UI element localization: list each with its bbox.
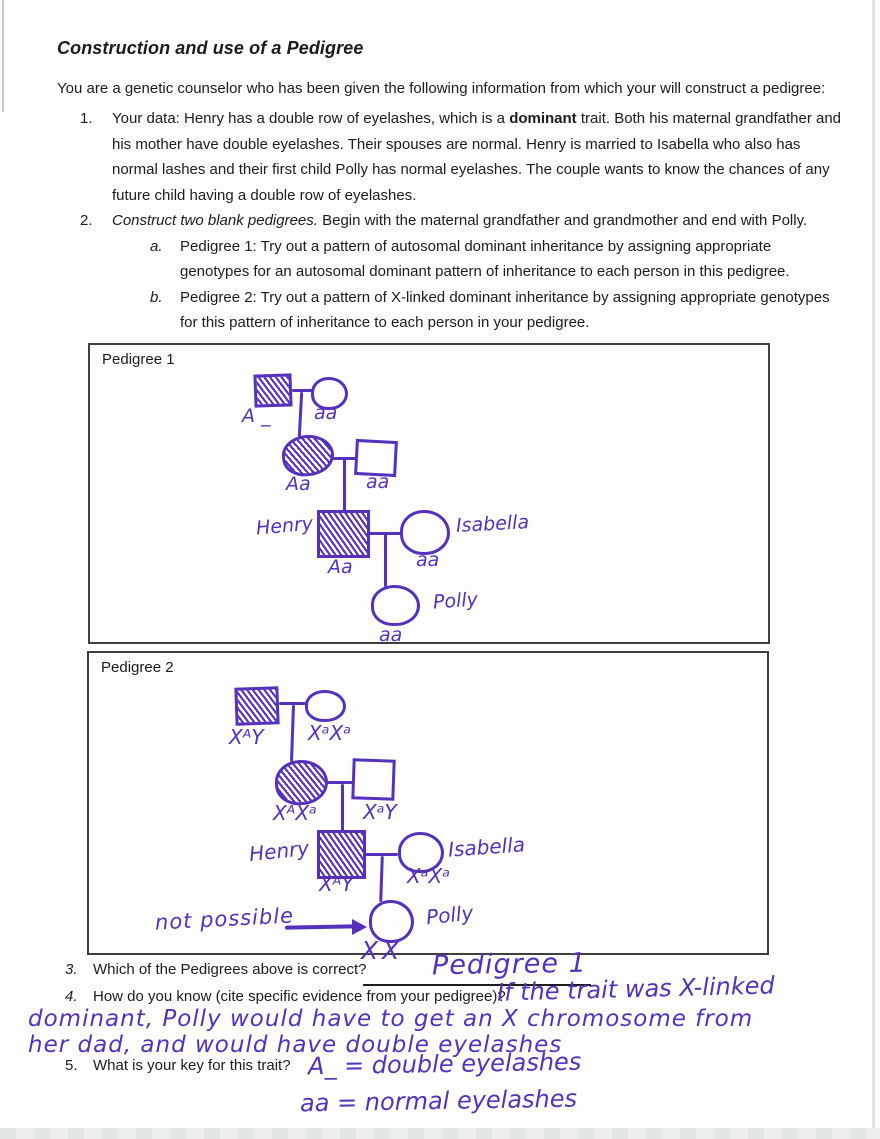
p2-note-arrowhead-icon [352,919,367,935]
p1-gen3-descent-line [384,534,387,587]
p2-henry-genotype: XᴬY [319,872,354,896]
pedigree-1-label: Pedigree 1 [102,351,175,368]
p2-father-square [351,758,396,801]
scan-edge-artifact-bottom [0,1128,880,1139]
item-2b-text: Pedigree 2: Try out a pattern of X-linke… [180,288,830,332]
instruction-list: 1. Your data: Henry has a double row of … [80,106,848,336]
question-4-row: 4. How do you know (cite specific eviden… [65,988,625,1005]
item-1-text: Your data: Henry has a double row of eye… [112,106,848,208]
question-4-number: 4. [65,988,78,1005]
question-4-answer-line-3: her dad, and would have double eyelashes [28,1032,563,1058]
instruction-item-2a: a. Pedigree 1: Try out a pattern of auto… [150,234,848,285]
item-2-number: 2. [80,212,93,229]
question-5-number: 5. [65,1057,78,1074]
item-1-text-post: trait. Both his maternal grandfather and… [112,110,842,204]
question-4-text: How do you know (cite specific evidence … [93,988,506,1005]
p2-polly-circle [369,900,414,943]
p1-isabella-circle [400,510,450,555]
p2-mother-circle [273,758,330,807]
p1-grandfather-genotype: A _ [242,405,271,427]
p1-gen3-couple-line [369,532,402,535]
p1-henry-name: Henry [255,512,314,540]
p2-henry-square [317,830,366,879]
p1-isabella-genotype: aa [416,549,440,571]
p2-henry-name: Henry [247,835,311,867]
item-2a-letter: a. [150,237,163,255]
p2-polly-genotype: XX [361,936,404,965]
instruction-item-2: 2. Construct two blank pedigrees. Begin … [80,208,848,234]
p1-mother-genotype: Aa [286,473,311,495]
item-2-text-rest: Begin with the maternal grandfather and … [317,212,808,229]
p2-polly-name: Polly [424,900,475,930]
p2-grandmother-genotype: XᵃXᵃ [308,721,352,745]
p1-gen2-descent-line [343,459,346,511]
item-1-text-pre: Your data: Henry has a double row of eye… [112,110,510,127]
p2-gen3-couple-line [365,853,398,856]
intro-paragraph: You are a genetic counselor who has been… [57,80,826,97]
p1-gen1-couple-line [292,389,312,392]
scan-edge-artifact-right [872,0,875,1139]
p1-father-genotype: aa [366,471,390,493]
p1-isabella-name: Isabella [455,511,530,537]
question-5-key-line-2: aa = normal eyelashes [299,1084,578,1118]
p2-mother-genotype: XᴬXᵃ [273,801,317,825]
p1-gen2-couple-line [333,457,357,460]
pedigree-1-box: Pedigree 1 A _ aa Aa aa Henry Isabella A… [88,343,770,646]
p2-gen1-descent-line [290,704,295,763]
p2-grandmother-circle [305,690,346,722]
p1-polly-genotype: aa [379,624,403,646]
p2-grandfather-genotype: XᴬY [229,725,264,749]
scan-edge-artifact-left [2,0,4,112]
p1-henry-genotype: Aa [328,556,353,578]
item-2a-text: Pedigree 1: Try out a pattern of autosom… [180,237,790,281]
question-3-text: Which of the Pedigrees above is correct? [93,961,367,978]
p2-isabella-circle [398,832,444,873]
instruction-item-2b: b. Pedigree 2: Try out a pattern of X-li… [150,285,848,336]
page-title: Construction and use of a Pedigree [57,38,364,58]
p2-note-arrow-line [284,924,356,930]
p2-father-genotype: XᵃY [363,800,397,824]
item-2-italic-phrase: Construct two blank pedigrees. [112,212,318,229]
pedigree-2-label: Pedigree 2 [101,659,174,676]
question-5-row: 5. What is your key for this trait? [65,1057,485,1074]
pedigree-2-box: Pedigree 2 XᴬY XᵃXᵃ XᴬXᵃ XᵃY Henry Isabe… [87,651,769,963]
instruction-item-1: 1. Your data: Henry has a double row of … [80,106,848,208]
p1-grandmother-circle [311,377,348,410]
question-3-answer-line [363,984,591,986]
p1-mother-circle [279,432,337,479]
item-1-number: 1. [80,110,93,127]
item-1-bold-dominant: dominant [509,110,577,127]
question-3-answer: Pedigree 1 [431,947,588,982]
p1-henry-square [317,510,370,558]
p2-not-possible-note: not possible [154,903,295,935]
p2-gen3-descent-line [379,855,384,903]
p2-isabella-genotype: XᵃXᵃ [407,864,451,888]
question-3-row: 3. Which of the Pedigrees above is corre… [65,961,625,978]
p2-gen1-couple-line [279,702,306,705]
question-4-answer-line-1: If the trait was X-linked [496,971,776,1007]
item-2-text: Construct two blank pedigrees. Begin wit… [112,208,848,234]
question-3-number: 3. [65,961,78,978]
p2-gen2-couple-line [327,781,353,784]
question-5-text: What is your key for this trait? [93,1057,291,1074]
p2-grandfather-square [234,686,280,726]
p2-isabella-name: Isabella [447,832,526,862]
p2-gen2-descent-line [341,784,344,832]
p1-grandfather-square [253,373,293,408]
question-4-answer-line-2: dominant, Polly would have to get an X c… [28,1006,754,1032]
item-2b-letter: b. [150,288,163,306]
p1-polly-name: Polly [432,588,479,614]
p1-grandmother-genotype: aa [314,402,338,424]
p1-polly-circle [371,585,420,626]
p1-gen1-descent-line [297,391,304,438]
question-5-key-line-1: A_ = double eyelashes [307,1047,582,1081]
